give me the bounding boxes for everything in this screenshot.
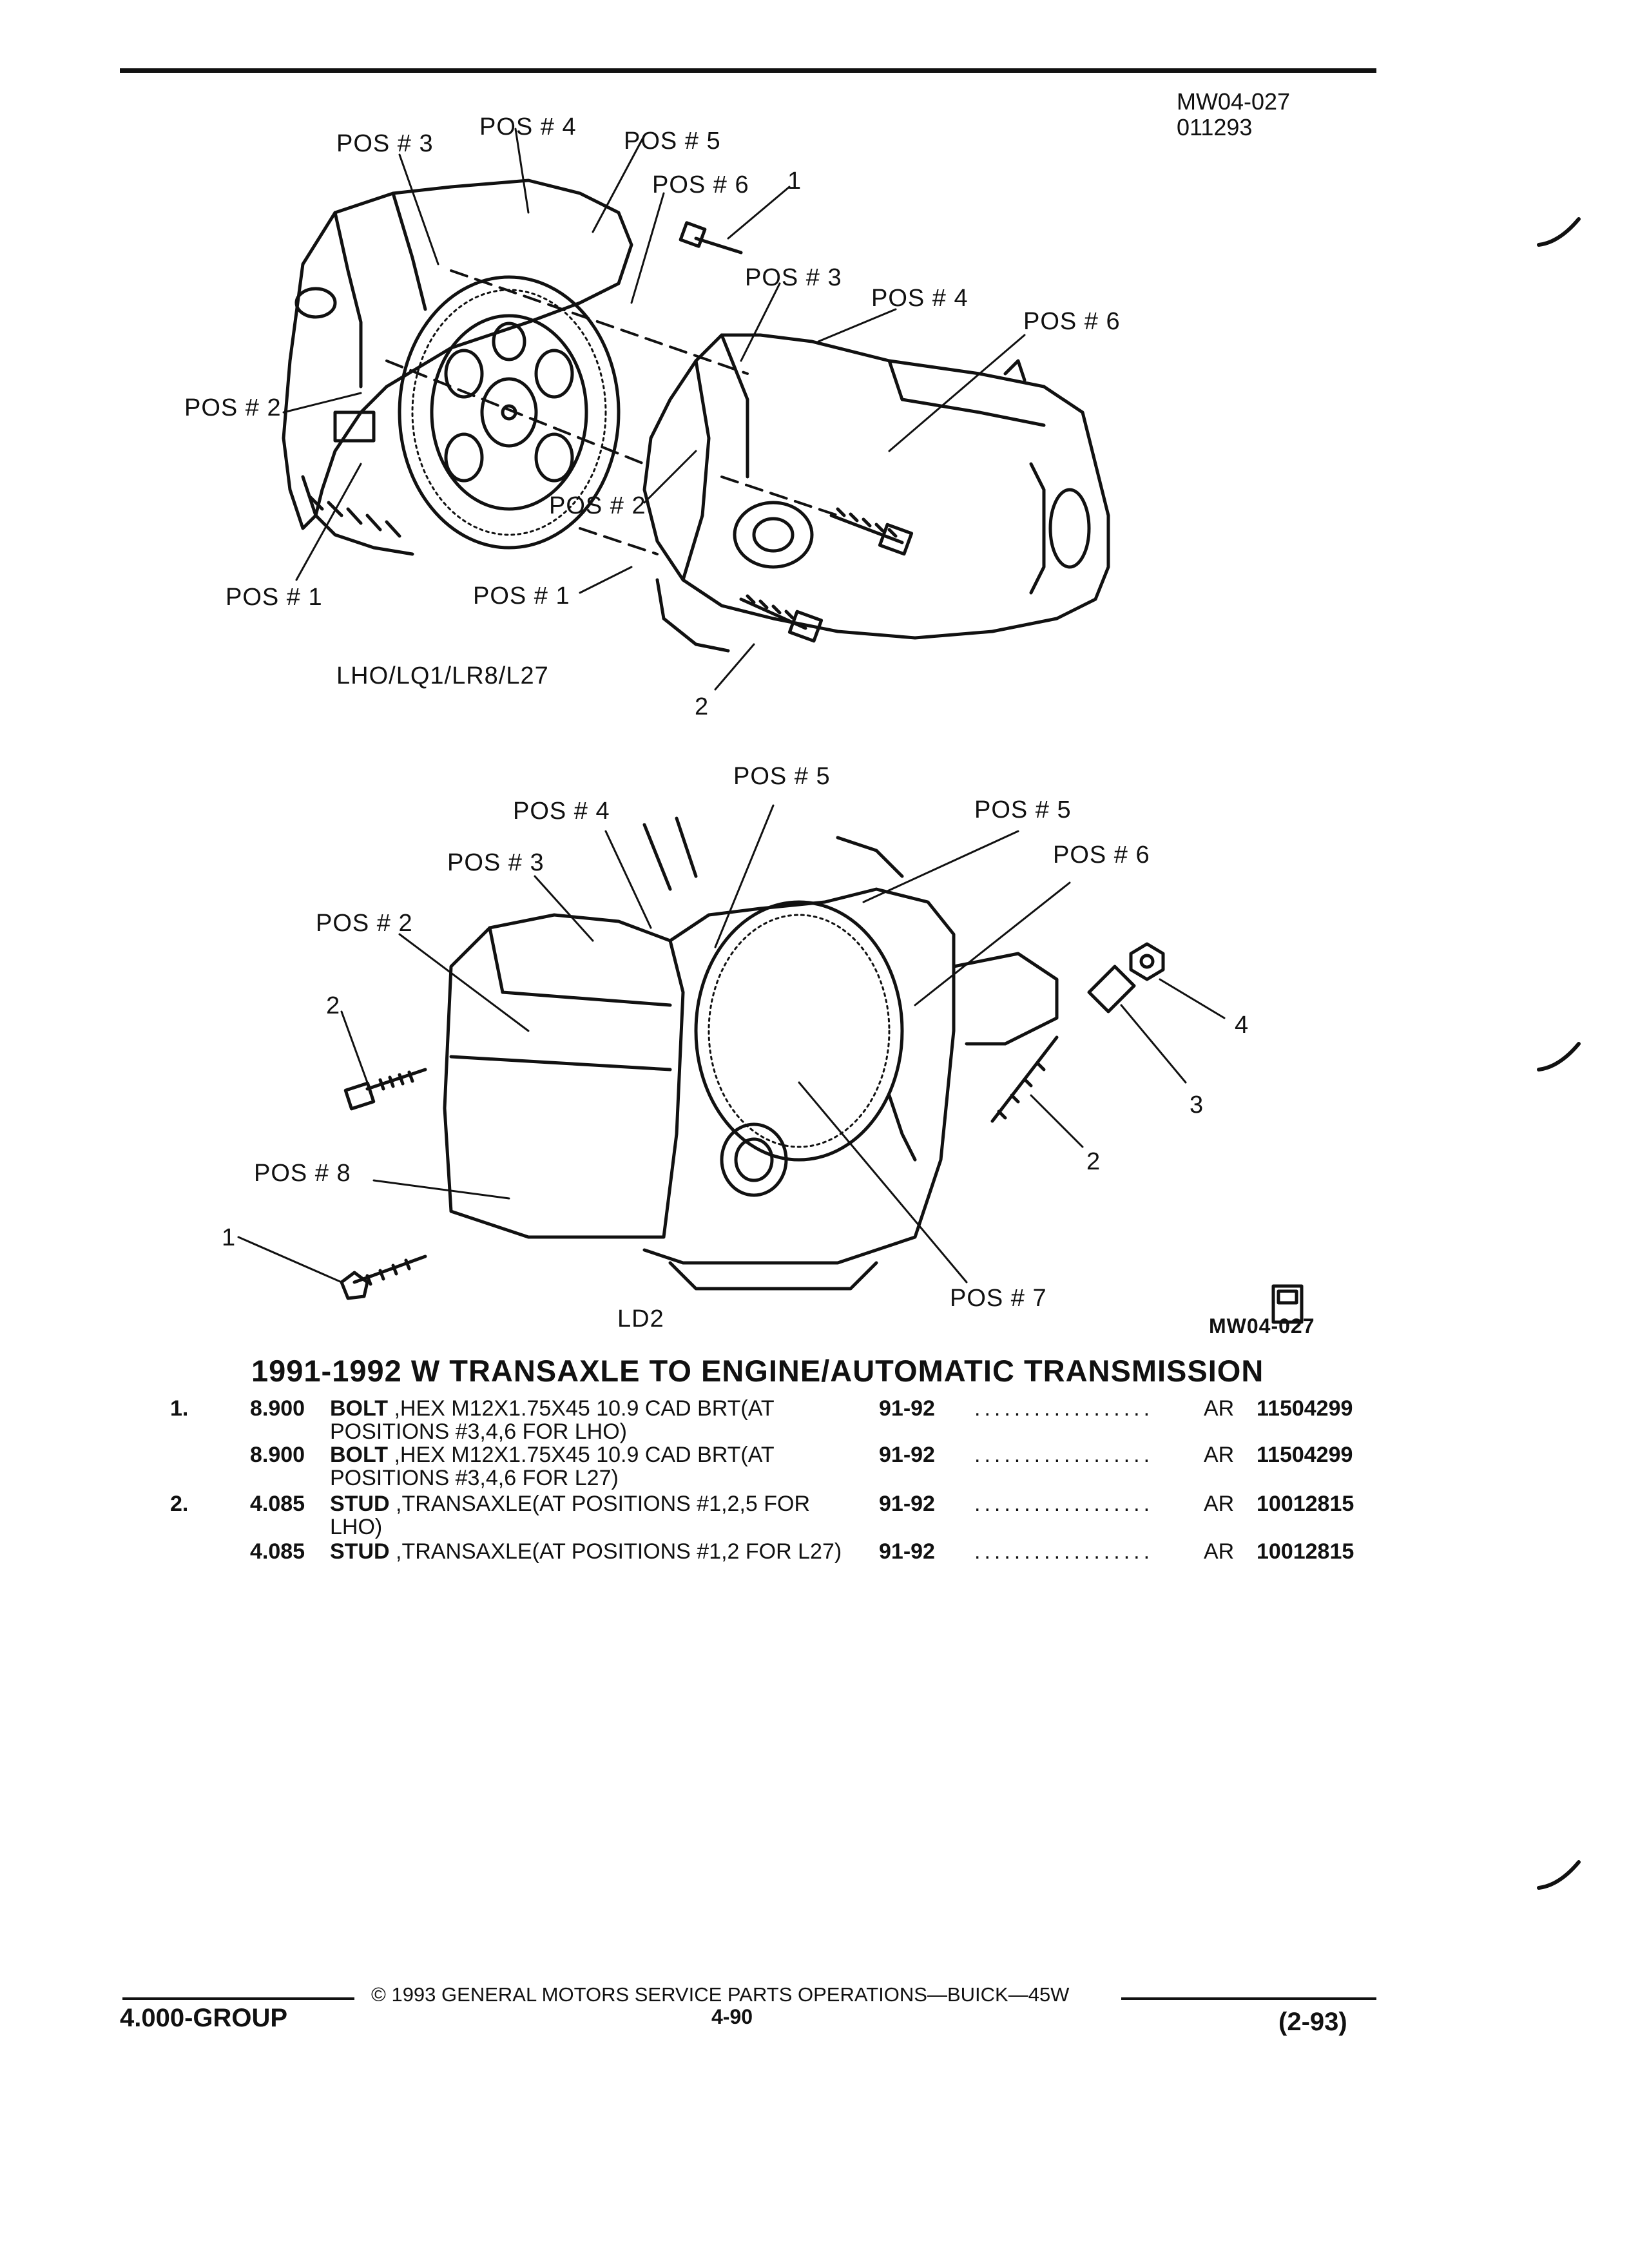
label-pos6-upper-right: POS # 6	[1023, 308, 1121, 335]
label-stud-2-lower-left: 2	[326, 992, 341, 1019]
label-pos1-upper-right: POS # 1	[473, 582, 570, 610]
quantity: AR	[1204, 1539, 1235, 1564]
label-pos2-upper-left: POS # 2	[184, 394, 282, 421]
revision-code: (2-93)	[1278, 2008, 1347, 2036]
group-number: 8.900	[250, 1396, 305, 1421]
label-pos4-upper-right: POS # 4	[871, 285, 969, 312]
copyright-line: © 1993 GENERAL MOTORS SERVICE PARTS OPER…	[371, 1983, 1070, 2006]
part-spec: ,TRANSAXLE(AT POSITIONS #1,2 FOR L27)	[389, 1539, 842, 1564]
quantity: AR	[1204, 1396, 1235, 1421]
quantity: AR	[1204, 1492, 1235, 1516]
item-number: 1.	[170, 1396, 189, 1421]
label-spacer-3: 3	[1190, 1091, 1204, 1119]
part-spec: ,HEX M12X1.75X45 10.9 CAD BRT(AT POSITIO…	[330, 1396, 775, 1444]
footer-rule-right	[1121, 1997, 1376, 2000]
label-pos4-upper-left: POS # 4	[479, 113, 577, 140]
lower-diagram-caption: LD2	[617, 1305, 664, 1332]
model-years: 91-92	[879, 1396, 935, 1421]
fastener-illustrations-lower	[340, 942, 1165, 1300]
label-pos3-upper-left: POS # 3	[336, 130, 434, 157]
upper-diagram-caption: LHO/LQ1/LR8/L27	[336, 662, 549, 689]
label-stud-2-upper: 2	[695, 693, 709, 720]
model-years: 91-92	[879, 1539, 935, 1564]
part-number: 11504299	[1257, 1443, 1353, 1467]
label-bolt-1-lower: 1	[222, 1224, 236, 1251]
group-number: 8.900	[250, 1443, 305, 1467]
label-pos3-lower: POS # 3	[447, 849, 545, 876]
label-pos2-lower: POS # 2	[316, 910, 413, 937]
model-years: 91-92	[879, 1443, 935, 1467]
page-edge-marks	[1537, 217, 1581, 1890]
page-number: 4-90	[711, 2005, 753, 2028]
lower-figure-id: MW04-027	[1209, 1314, 1315, 1338]
label-pos3-upper-right: POS # 3	[745, 264, 842, 291]
part-number: 10012815	[1257, 1492, 1354, 1516]
leader-dots: ..................	[974, 1443, 1154, 1467]
label-pos6-lower: POS # 6	[1053, 841, 1150, 869]
label-pos8: POS # 8	[254, 1160, 351, 1187]
model-years: 91-92	[879, 1492, 935, 1516]
label-pos5-lower-right: POS # 5	[974, 796, 1072, 823]
leader-dots: ..................	[974, 1492, 1154, 1516]
part-spec: ,HEX M12X1.75X45 10.9 CAD BRT(AT POSITIO…	[330, 1443, 775, 1490]
part-number: 10012815	[1257, 1539, 1354, 1564]
alignment-lines	[385, 269, 839, 555]
label-pos5-upper: POS # 5	[624, 128, 721, 155]
label-pos5-lower-top: POS # 5	[733, 763, 831, 790]
catalog-stamp-icon	[1271, 1284, 1304, 1324]
transaxle-upper-illustration	[642, 333, 1110, 653]
leader-lines-lower	[237, 804, 1226, 1283]
part-name: STUD	[330, 1492, 390, 1516]
leader-lines-upper	[282, 128, 1026, 691]
bolt-illustrations-upper	[679, 221, 914, 643]
part-number: 11504299	[1257, 1396, 1353, 1421]
top-rule	[120, 68, 1376, 73]
part-description: BOLT ,HEX M12X1.75X45 10.9 CAD BRT(AT PO…	[330, 1397, 845, 1443]
label-bolt-1-upper: 1	[787, 168, 802, 195]
label-pos4-lower: POS # 4	[513, 798, 610, 825]
figure-id: MW04-027	[1177, 88, 1291, 115]
label-pos1-upper-left: POS # 1	[226, 584, 323, 611]
label-pos7: POS # 7	[950, 1285, 1047, 1312]
transaxle-lower-illustration	[443, 816, 1059, 1291]
quantity: AR	[1204, 1443, 1235, 1467]
item-number: 2.	[170, 1492, 189, 1516]
group-number: 4.085	[250, 1539, 305, 1564]
part-description: STUD ,TRANSAXLE(AT POSITIONS #1,2 FOR L2…	[330, 1540, 845, 1563]
part-description: STUD ,TRANSAXLE(AT POSITIONS #1,2,5 FOR …	[330, 1492, 845, 1539]
leader-dots: ..................	[974, 1396, 1154, 1421]
footer-rule-left	[122, 1997, 354, 2000]
label-pos6-upper-left: POS # 6	[652, 171, 749, 198]
part-name: BOLT	[330, 1396, 389, 1421]
label-nut-4: 4	[1235, 1012, 1249, 1039]
leader-dots: ..................	[974, 1539, 1154, 1564]
label-pos2-upper-right: POS # 2	[549, 492, 646, 519]
group-number-footer: 4.000-GROUP	[120, 2004, 288, 2032]
part-name: STUD	[330, 1539, 390, 1564]
label-stud-2-lower-right: 2	[1086, 1148, 1101, 1175]
section-title: 1991-1992 W TRANSAXLE TO ENGINE/AUTOMATI…	[251, 1354, 1264, 1388]
date-code: 011293	[1177, 114, 1253, 140]
part-name: BOLT	[330, 1443, 389, 1467]
part-description: BOLT ,HEX M12X1.75X45 10.9 CAD BRT(AT PO…	[330, 1443, 845, 1490]
group-number: 4.085	[250, 1492, 305, 1516]
part-spec: ,TRANSAXLE(AT POSITIONS #1,2,5 FOR LHO)	[330, 1492, 811, 1539]
